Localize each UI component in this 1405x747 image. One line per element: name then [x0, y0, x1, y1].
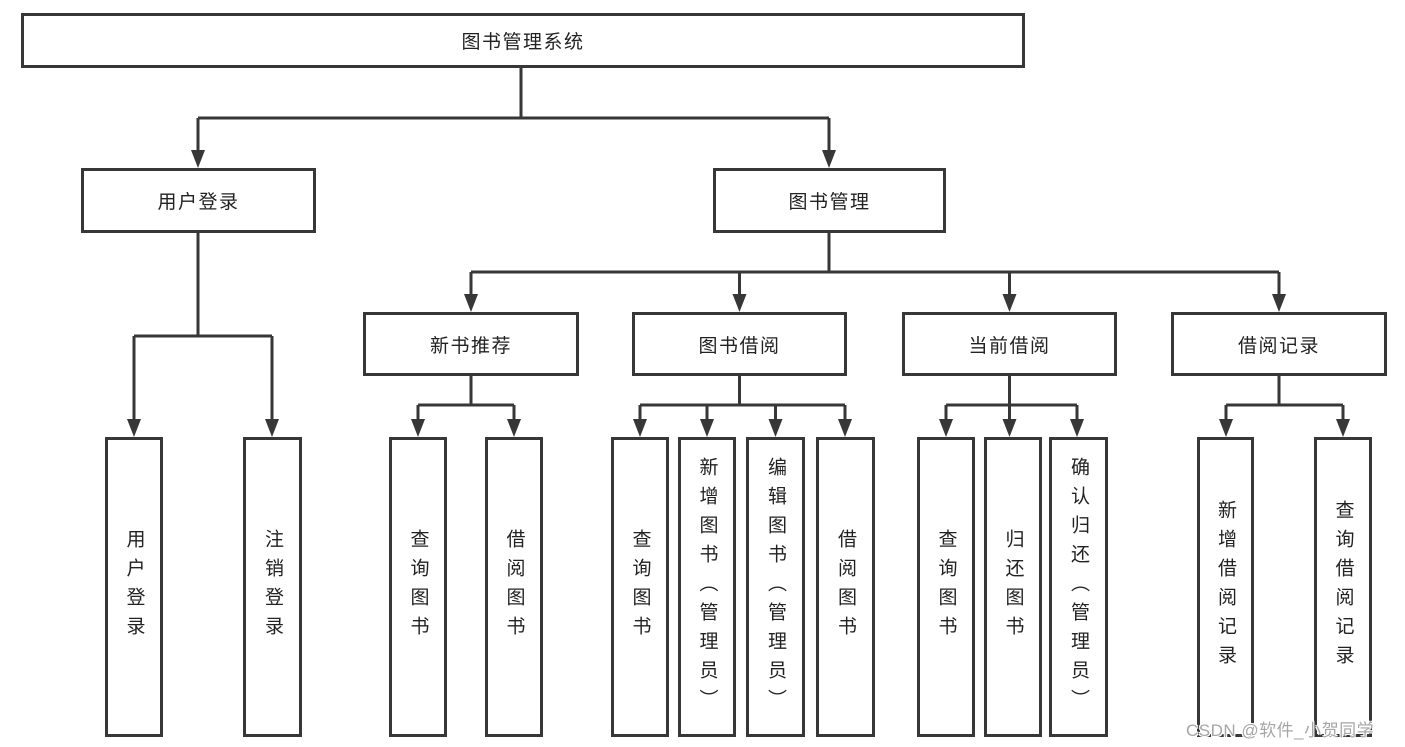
leaf-add-borrow-record: 新增借阅记录 — [1197, 437, 1254, 737]
node-book-borrowing: 图书借阅 — [632, 312, 847, 376]
leaf-add-borrow-record-label: 新增借阅记录 — [1215, 500, 1236, 674]
leaf-query-books-current: 查询图书 — [917, 437, 975, 737]
leaf-logout-label: 注销登录 — [262, 529, 283, 645]
connector-path — [132, 68, 1345, 421]
leaf-query-books-recommend: 查询图书 — [389, 437, 447, 737]
node-root-label: 图书管理系统 — [461, 32, 585, 53]
leaf-query-borrow-record-label: 查询借阅记录 — [1332, 500, 1354, 674]
leaf-user-login: 用户登录 — [105, 437, 163, 737]
leaf-borrow-books-recommend-label: 借阅图书 — [503, 529, 525, 645]
leaf-return-books-label: 归还图书 — [1002, 529, 1024, 645]
leaf-query-books-borrowing: 查询图书 — [611, 437, 669, 737]
watermark: CSDN @软件_小贺同学 — [1186, 721, 1375, 740]
leaf-query-borrow-record: 查询借阅记录 — [1314, 437, 1372, 737]
node-current-borrowing: 当前借阅 — [902, 312, 1117, 376]
leaf-query-books-borrowing-label: 查询图书 — [629, 529, 651, 645]
node-book-borrowing-label: 图书借阅 — [698, 335, 781, 357]
node-root: 图书管理系统 — [21, 13, 1025, 68]
leaf-edit-books-admin: 编辑图书（管理员） — [746, 437, 805, 737]
leaf-return-books: 归还图书 — [984, 437, 1042, 737]
node-new-book-recommend-label: 新书推荐 — [429, 335, 512, 357]
leaf-confirm-return-admin-label: 确认归还（管理员） — [1068, 456, 1089, 718]
leaf-borrow-books-recommend: 借阅图书 — [485, 437, 543, 737]
leaf-borrow-books-borrowing-label: 借阅图书 — [835, 529, 856, 645]
node-user-login: 用户登录 — [81, 168, 316, 233]
node-current-borrowing-label: 当前借阅 — [968, 335, 1051, 357]
leaf-borrow-books-borrowing: 借阅图书 — [816, 437, 875, 737]
leaf-logout: 注销登录 — [243, 437, 302, 737]
node-book-management-label: 图书管理 — [788, 192, 871, 213]
node-borrowing-records-label: 借阅记录 — [1237, 335, 1320, 357]
leaf-query-books-recommend-label: 查询图书 — [407, 529, 429, 645]
node-borrowing-records: 借阅记录 — [1171, 312, 1387, 376]
node-new-book-recommend: 新书推荐 — [363, 312, 579, 376]
arrowheads — [127, 150, 1350, 437]
leaf-user-login-label: 用户登录 — [123, 529, 145, 645]
node-user-login-label: 用户登录 — [157, 192, 240, 213]
leaf-confirm-return-admin: 确认归还（管理员） — [1049, 437, 1108, 737]
leaf-edit-books-admin-label: 编辑图书（管理员） — [765, 456, 786, 718]
leaf-query-books-current-label: 查询图书 — [935, 529, 957, 645]
node-book-management: 图书管理 — [713, 168, 946, 233]
leaf-add-books-admin: 新增图书（管理员） — [678, 437, 736, 737]
leaf-add-books-admin-label: 新增图书（管理员） — [696, 456, 718, 718]
